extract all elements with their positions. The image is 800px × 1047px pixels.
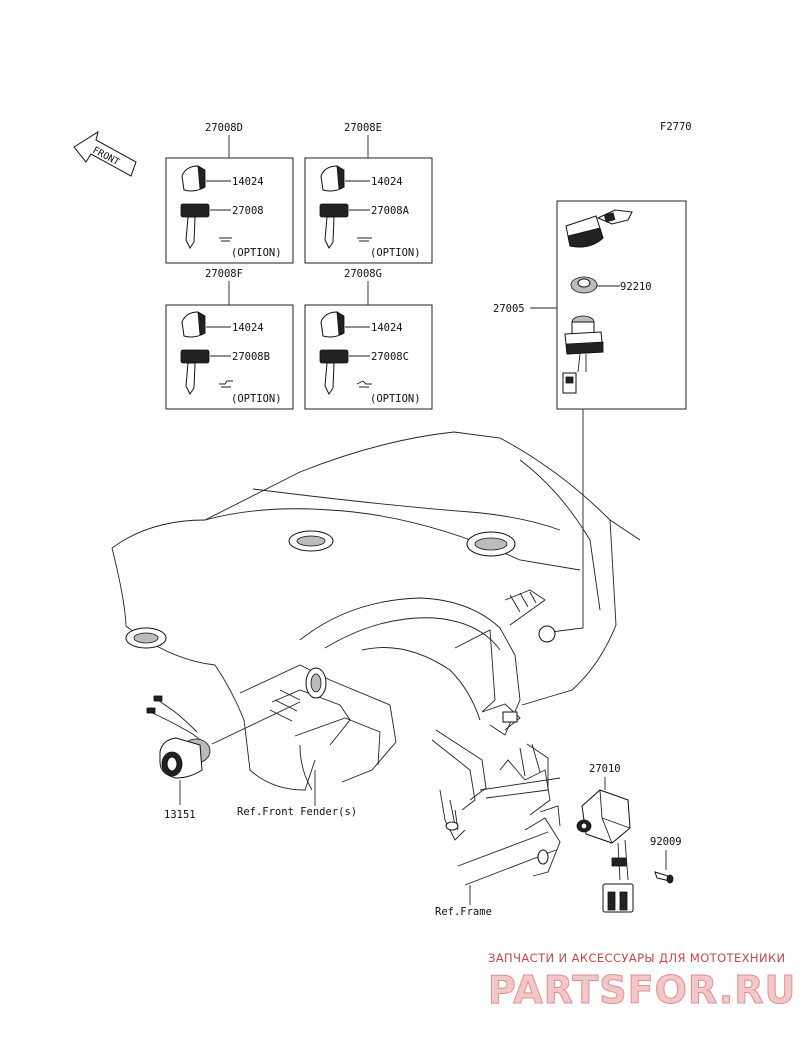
key-kit-27008f: 27008F 14024 27008B (OPTION) bbox=[165, 268, 294, 410]
watermark-caption: ЗАПЧАСТИ И АКСЕССУАРЫ ДЛЯ МОТОТЕХНИКИ bbox=[488, 951, 786, 965]
key-part-number: 27008C bbox=[371, 351, 409, 363]
kit-box bbox=[304, 304, 433, 410]
nut-part-number: 92210 bbox=[620, 281, 652, 293]
kit-box bbox=[165, 304, 294, 410]
nut-icon bbox=[570, 276, 598, 294]
figure-code: F2770 bbox=[660, 121, 692, 133]
switch-cap-icon bbox=[320, 311, 345, 338]
switch-body-icon bbox=[562, 315, 604, 394]
switch-assembly-box bbox=[556, 200, 687, 410]
option-label: (OPTION) bbox=[231, 393, 282, 405]
bolt-part-number: 92009 bbox=[650, 836, 682, 848]
key-kit-27008d: 27008D 14024 27008 (OPTION) bbox=[165, 122, 294, 264]
cap-part-number: 14024 bbox=[371, 176, 403, 188]
kit-number: 27008F bbox=[205, 268, 243, 280]
key-part-number: 27008 bbox=[232, 205, 264, 217]
relay-27010: 27010 bbox=[576, 763, 634, 913]
ignition-key-icon bbox=[565, 209, 633, 248]
cap-part-number: 14024 bbox=[232, 322, 264, 334]
key-part-number: 27008B bbox=[232, 351, 270, 363]
front-fender-body bbox=[111, 431, 641, 791]
key-kit-27008e: 27008E 14024 27008A (OPTION) bbox=[304, 122, 433, 264]
socket-part-number: 13151 bbox=[164, 809, 196, 821]
key-kit-27008g: 27008G 14024 27008C (OPTION) bbox=[304, 268, 433, 410]
watermark-brand: PARTSFOR.RU bbox=[488, 968, 796, 1012]
cap-part-number: 14024 bbox=[232, 176, 264, 188]
kit-number: 27008E bbox=[344, 122, 382, 134]
relay-part-number: 27010 bbox=[589, 763, 621, 775]
front-fender-reference: Ref.Front Fender(s) bbox=[237, 806, 357, 818]
key-part-number: 27008A bbox=[371, 205, 410, 217]
site-watermark: ЗАПЧАСТИ И АКСЕССУАРЫ ДЛЯ МОТОТЕХНИКИ PA… bbox=[488, 951, 796, 1013]
socket-13151: 13151 bbox=[146, 695, 211, 821]
kit-number: 27008G bbox=[344, 268, 382, 280]
frame-section: Ref.Frame bbox=[431, 729, 561, 918]
kit-number: 27008D bbox=[205, 122, 243, 134]
key-icon bbox=[319, 203, 349, 249]
front-arrow-icon: FRONT bbox=[73, 130, 137, 177]
switch-assembly-part-number: 27005 bbox=[493, 303, 525, 315]
option-label: (OPTION) bbox=[231, 247, 282, 259]
switch-cap-icon bbox=[181, 311, 206, 338]
bolt-92009: 92009 bbox=[650, 836, 682, 884]
switch-cap-icon bbox=[320, 165, 345, 192]
key-icon bbox=[180, 349, 210, 395]
key-icon bbox=[180, 203, 210, 249]
ignition-switch-assembly: 27005 92210 bbox=[493, 200, 687, 410]
key-icon bbox=[319, 349, 349, 395]
option-label: (OPTION) bbox=[370, 247, 421, 259]
option-label: (OPTION) bbox=[370, 393, 421, 405]
switch-cap-icon bbox=[181, 165, 206, 192]
frame-reference: Ref.Frame bbox=[435, 906, 492, 918]
kit-box bbox=[165, 157, 294, 264]
cap-part-number: 14024 bbox=[371, 322, 403, 334]
kit-box bbox=[304, 157, 433, 264]
